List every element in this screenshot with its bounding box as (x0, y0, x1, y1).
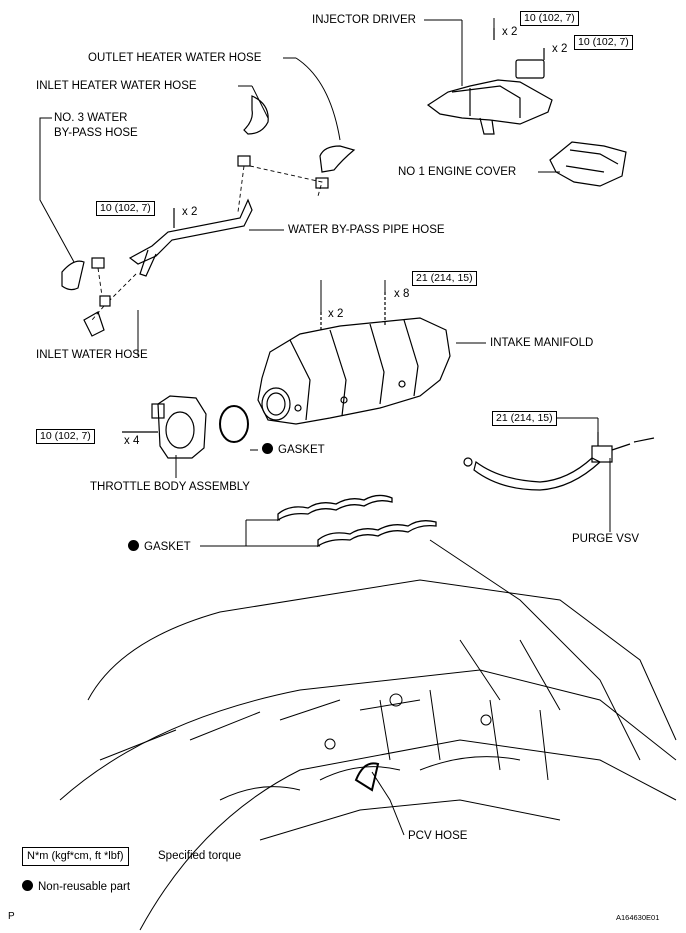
water-bypass-pipe-hose-label: WATER BY-PASS PIPE HOSE (288, 224, 445, 236)
torque-box-throttle: 10 (102, 7) (36, 429, 95, 444)
throttle-body-drawing (122, 395, 207, 459)
gasket-bottom-label: GASKET (128, 540, 191, 554)
torque-qty-throttle: x 4 (124, 435, 140, 447)
water-bypass-pipe-drawing (128, 198, 253, 277)
legend-torque-text: Specified torque (158, 850, 242, 862)
intake-manifold-label: INTAKE MANIFOLD (490, 337, 594, 349)
legend-torque-unit-box: N*m (kgf*cm, ft *lbf) (22, 847, 129, 866)
no3-water-bypass-label-line2: BY-PASS HOSE (54, 127, 138, 139)
purge-vsv-label: PURGE VSV (572, 533, 640, 545)
nonreusable-dot-icon (128, 540, 139, 551)
torque-qty-manifold-a: x 2 (328, 308, 344, 320)
engine-cover-drawing (549, 141, 627, 187)
figure-id: A164630E01 (616, 913, 660, 922)
torque-qty-manifold-b: x 8 (394, 288, 410, 300)
torque-qty-injector-a: x 2 (502, 26, 518, 38)
torque-box-injector-a: 10 (102, 7) (520, 11, 579, 26)
throttle-body-label: THROTTLE BODY ASSEMBLY (90, 481, 250, 493)
leader-lines (39, 18, 611, 836)
intake-manifold-drawing (257, 292, 451, 425)
gasket-bottom-text: GASKET (144, 541, 191, 553)
heater-hoses-drawing (61, 95, 356, 337)
legend-nonreusable: Non-reusable part (22, 880, 130, 894)
footer-left-mark: P (8, 911, 15, 922)
injector-driver-drawing (426, 28, 553, 135)
gasket-top-label: GASKET (262, 443, 325, 457)
pcv-hose-label: PCV HOSE (408, 830, 468, 842)
torque-box-manifold: 21 (214, 15) (412, 271, 477, 286)
nonreusable-dot-icon (262, 443, 273, 454)
assembly-dashes (91, 165, 323, 321)
nonreusable-dot-icon (22, 880, 33, 891)
outlet-heater-hose-label: OUTLET HEATER WATER HOSE (88, 52, 262, 64)
torque-box-injector-b: 10 (102, 7) (574, 35, 633, 50)
legend-nonreusable-text: Non-reusable part (38, 881, 131, 893)
no1-engine-cover-label: NO 1 ENGINE COVER (398, 166, 517, 178)
manifold-gaskets-drawing (277, 494, 437, 548)
throttle-gasket-ring (219, 405, 249, 443)
engine-bay-drawing (59, 539, 677, 931)
torque-box-purge: 21 (214, 15) (492, 411, 557, 426)
torque-box-pipe: 10 (102, 7) (96, 201, 155, 216)
gasket-top-text: GASKET (278, 444, 325, 456)
torque-qty-pipe: x 2 (182, 206, 198, 218)
no3-water-bypass-label-line1: NO. 3 WATER (54, 112, 128, 124)
purge-vsv-drawing (463, 432, 655, 491)
injector-driver-label: INJECTOR DRIVER (312, 14, 416, 26)
torque-qty-injector-b: x 2 (552, 43, 568, 55)
inlet-heater-hose-label: INLET HEATER WATER HOSE (36, 80, 197, 92)
inlet-water-hose-label: INLET WATER HOSE (36, 349, 148, 361)
